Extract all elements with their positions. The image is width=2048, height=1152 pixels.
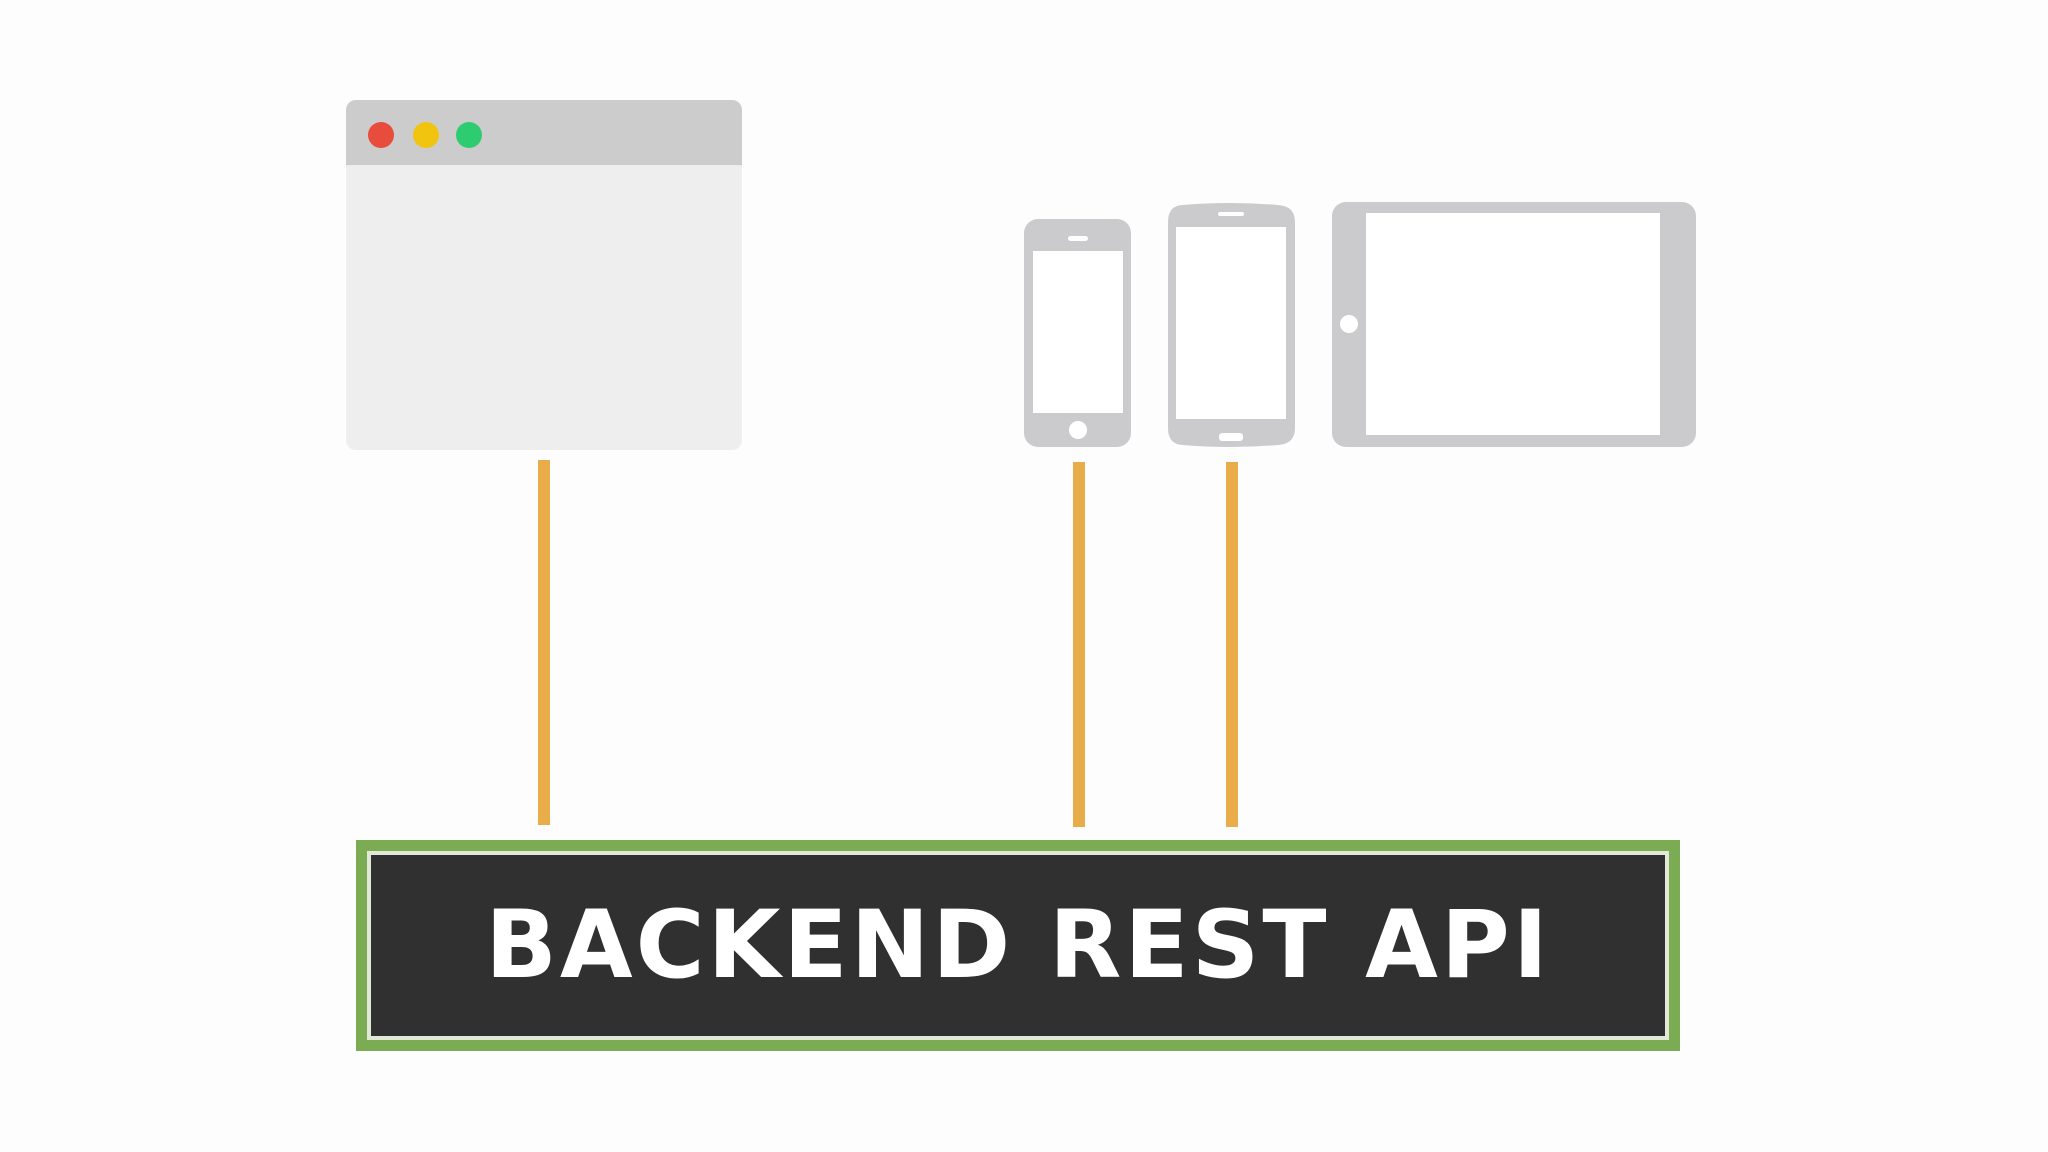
maximize-dot-icon[interactable]	[456, 122, 482, 148]
tablet-home-button-icon	[1340, 315, 1358, 333]
android-phone-icon	[1168, 203, 1295, 447]
minimize-dot-icon[interactable]	[413, 122, 439, 148]
iphone-speaker	[1068, 236, 1088, 241]
connectors	[538, 460, 1238, 827]
connector-browser	[538, 460, 550, 825]
backend-api-box: BACKEND REST API	[356, 840, 1680, 1051]
tablet-screen	[1366, 213, 1660, 435]
browser-body	[346, 100, 742, 450]
backend-api-label: BACKEND REST API	[485, 890, 1551, 1000]
browser-window-icon	[346, 100, 742, 450]
connector-android	[1226, 462, 1238, 827]
iphone-screen	[1033, 251, 1123, 413]
close-dot-icon[interactable]	[368, 122, 394, 148]
android-home-button-icon	[1219, 433, 1243, 441]
android-speaker	[1218, 212, 1244, 216]
android-screen	[1176, 227, 1286, 419]
tablet-icon	[1332, 202, 1696, 447]
connector-iphone	[1073, 462, 1085, 827]
browser-titlebar	[346, 100, 742, 165]
iphone-home-button-icon	[1069, 421, 1087, 439]
iphone-icon	[1024, 219, 1131, 447]
